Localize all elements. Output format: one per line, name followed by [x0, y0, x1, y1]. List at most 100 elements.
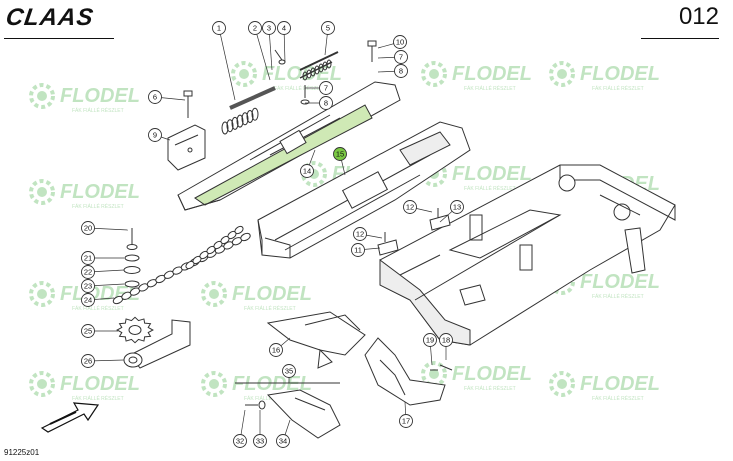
- gear-icon: [29, 281, 55, 307]
- callout-24: 24: [81, 293, 95, 307]
- callout-number: 11: [354, 246, 362, 255]
- watermark-text: FLODEL: [452, 163, 532, 185]
- callout-number: 1: [217, 24, 221, 33]
- guide-part-17: [364, 337, 446, 406]
- callout-number: 35: [285, 367, 293, 376]
- callout-32: 32: [233, 434, 247, 448]
- diagram-code: 91225z01: [4, 448, 40, 457]
- bracket-part-34: [235, 382, 341, 439]
- callout-number: 34: [279, 437, 287, 446]
- callout-26: 26: [81, 354, 95, 368]
- watermark-subtitle: FÁK FIÁLLÉ RÉSZLET: [464, 185, 516, 192]
- callout-number: 23: [84, 282, 92, 291]
- direction-arrow: [40, 402, 100, 433]
- callout-number: 7: [399, 53, 403, 62]
- callout-number: 18: [442, 336, 450, 345]
- callout-13: 13: [450, 200, 464, 214]
- callout-25: 25: [81, 324, 95, 338]
- callout-number: 13: [453, 203, 461, 212]
- callout-number: 2: [253, 24, 257, 33]
- callout-12: 12: [353, 227, 367, 241]
- rail-part-15: [257, 121, 471, 259]
- callout-22: 22: [81, 265, 95, 279]
- callout-number: 19: [426, 336, 434, 345]
- main-frame-part: [379, 164, 676, 346]
- callout-number: 12: [356, 230, 364, 239]
- chain-part-24: [112, 225, 251, 305]
- callout-number: 25: [84, 327, 92, 336]
- callout-number: 3: [267, 24, 271, 33]
- watermark-text: FLODEL: [580, 63, 660, 85]
- watermark-subtitle: FÁK FIÁLLÉ RÉSZLET: [72, 395, 124, 402]
- watermark-subtitle: FÁK FIÁLLÉ RÉSZLET: [72, 305, 124, 312]
- gear-icon: [549, 61, 575, 87]
- callout-number: 10: [396, 38, 404, 47]
- callout-number: 5: [326, 24, 330, 33]
- callout-20: 20: [81, 221, 95, 235]
- spring-part-1: [221, 51, 339, 135]
- callout-number: 8: [324, 99, 328, 108]
- callout-11: 11: [351, 243, 365, 257]
- callout-33: 33: [253, 434, 267, 448]
- callout-number: 6: [153, 93, 157, 102]
- watermark-text: FLODEL: [580, 373, 660, 395]
- channel-part-14: [177, 81, 401, 211]
- callout-21: 21: [81, 251, 95, 265]
- watermark-text: FLODEL: [452, 363, 532, 385]
- callout-3: 3: [262, 21, 276, 35]
- callout-10: 10: [393, 35, 407, 49]
- callout-7: 7: [394, 50, 408, 64]
- callout-number: 32: [236, 437, 244, 446]
- callout-12: 12: [403, 200, 417, 214]
- callout-8: 8: [394, 64, 408, 78]
- watermark-subtitle: FÁK FIÁLLÉ RÉSZLET: [592, 85, 644, 92]
- callout-number: 9: [153, 131, 157, 140]
- watermark-text: FLODEL: [580, 271, 660, 293]
- callout-15: 15: [333, 147, 347, 161]
- callout-number: 15: [336, 150, 344, 159]
- callout-number: 17: [402, 417, 410, 426]
- watermark-subtitle: FÁK FIÁLLÉ RÉSZLET: [592, 395, 644, 402]
- callout-4: 4: [277, 21, 291, 35]
- gear-icon: [421, 361, 447, 387]
- callout-number: 16: [272, 346, 280, 355]
- gear-icon: [231, 61, 257, 87]
- callout-16: 16: [269, 343, 283, 357]
- watermark-subtitle: FÁK FIÁLLÉ RÉSZLET: [464, 385, 516, 392]
- gear-icon: [29, 83, 55, 109]
- gear-icon: [201, 371, 227, 397]
- callout-number: 24: [84, 296, 92, 305]
- callout-number: 22: [84, 268, 92, 277]
- callout-number: 26: [84, 357, 92, 366]
- watermark-text: FLODEL: [452, 63, 532, 85]
- watermark-subtitle: FÁK FIÁLLÉ RÉSZLET: [464, 85, 516, 92]
- gear-icon: [549, 371, 575, 397]
- callout-34: 34: [276, 434, 290, 448]
- bolt-parts: [183, 40, 453, 410]
- callout-7: 7: [319, 81, 333, 95]
- page-number: 012: [678, 3, 719, 30]
- watermark-subtitle: FÁK FIÁLLÉ RÉSZLET: [244, 305, 296, 312]
- watermark-text: FLODEL: [60, 181, 140, 203]
- callout-18: 18: [439, 333, 453, 347]
- watermark-subtitle: FÁK FIÁLLÉ RÉSZLET: [274, 85, 326, 92]
- watermark-text: FLODEL: [232, 373, 312, 395]
- callout-19: 19: [423, 333, 437, 347]
- callout-2: 2: [248, 21, 262, 35]
- watermark-subtitle: FÁK FIÁLLÉ RÉSZLET: [72, 203, 124, 210]
- callout-17: 17: [399, 414, 413, 428]
- callout-8: 8: [319, 96, 333, 110]
- gear-icon: [201, 281, 227, 307]
- brand-underline: [4, 38, 114, 39]
